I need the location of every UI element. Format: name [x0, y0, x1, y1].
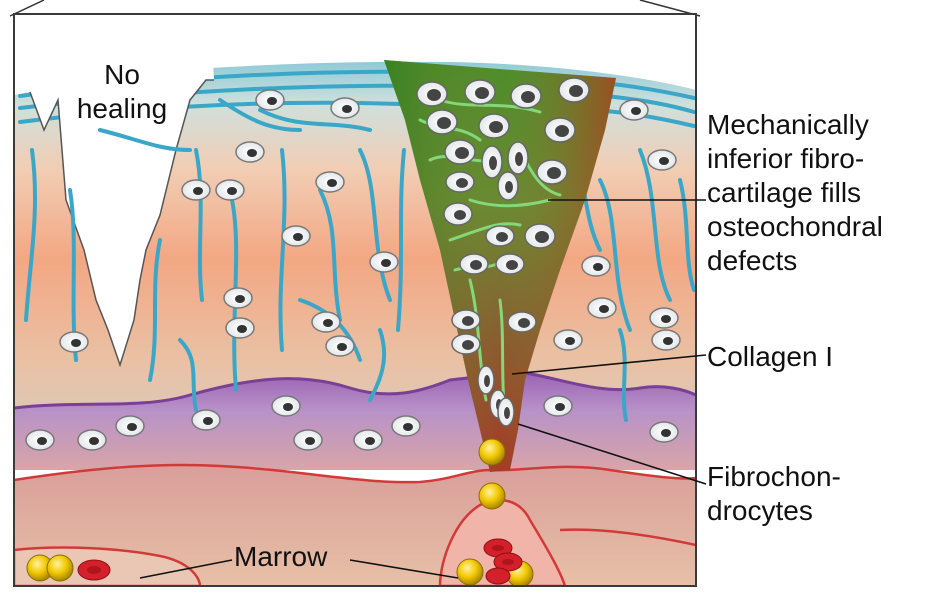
- marrow-line: Marrow: [234, 540, 327, 574]
- red-blood-cell-icon: [486, 568, 510, 584]
- fibrochondrocytes-line-2: drocytes: [707, 494, 841, 528]
- chondrocyte-cell-icon: [620, 100, 648, 120]
- fibrochondrocyte-cell-icon: [465, 80, 495, 104]
- fibrochondrocyte-cell-icon: [537, 160, 567, 184]
- fibrochondrocyte-cell-icon: [479, 114, 509, 138]
- chondrocyte-cell-icon: [116, 416, 144, 436]
- no-healing-line-1: No: [62, 58, 182, 92]
- chondrocyte-cell-icon: [294, 430, 322, 450]
- fibrochondrocytes-label: Fibrochon- drocytes: [707, 460, 841, 528]
- fibrochondrocyte-cell-icon: [482, 146, 502, 178]
- chondrocyte-cell-icon: [370, 252, 398, 272]
- collagen-label: Collagen I: [707, 340, 833, 374]
- fibrochondrocyte-cell-icon: [496, 254, 524, 274]
- fibrocartilage-label: Mechanically inferior fibro- cartilage f…: [707, 108, 883, 278]
- chondrocyte-cell-icon: [78, 430, 106, 450]
- chondrocyte-cell-icon: [650, 422, 678, 442]
- chondrocyte-cell-icon: [652, 330, 680, 350]
- chondrocyte-cell-icon: [354, 430, 382, 450]
- fibrochondrocyte-cell-icon: [559, 78, 589, 102]
- fibrochondrocytes-line-1: Fibrochon-: [707, 460, 841, 494]
- chondrocyte-cell-icon: [326, 336, 354, 356]
- marrow-cell-icon: [479, 483, 505, 509]
- chondrocyte-cell-icon: [544, 396, 572, 416]
- chondrocyte-cell-icon: [192, 410, 220, 430]
- chondrocyte-cell-icon: [331, 98, 359, 118]
- chondrocyte-cell-icon: [26, 430, 54, 450]
- fibrocartilage-line-4: osteochondral: [707, 210, 883, 244]
- fibrochondrocyte-cell-icon: [460, 254, 488, 274]
- no-healing-label: No healing: [62, 58, 182, 126]
- chondrocyte-cell-icon: [60, 332, 88, 352]
- no-healing-line-2: healing: [62, 92, 182, 126]
- fibrochondrocyte-cell-icon: [498, 172, 518, 200]
- chondrocyte-cell-icon: [226, 318, 254, 338]
- collagen-line: Collagen I: [707, 340, 833, 374]
- chondrocyte-cell-icon: [182, 180, 210, 200]
- fibrochondrocyte-cell-icon: [498, 398, 514, 426]
- fibrochondrocyte-cell-icon: [445, 140, 475, 164]
- chondrocyte-cell-icon: [216, 180, 244, 200]
- fibrochondrocyte-cell-icon: [486, 226, 514, 246]
- fibrocartilage-line-1: Mechanically: [707, 108, 883, 142]
- fibrochondrocyte-cell-icon: [525, 224, 555, 248]
- fibrochondrocyte-cell-icon: [427, 110, 457, 134]
- marrow-cell-icon: [47, 555, 73, 581]
- fibrocartilage-line-5: defects: [707, 244, 883, 278]
- chondrocyte-cell-icon: [392, 416, 420, 436]
- fibrochondrocyte-cell-icon: [478, 366, 494, 394]
- chondrocyte-cell-icon: [316, 172, 344, 192]
- fibrocartilage-line-2: inferior fibro-: [707, 142, 883, 176]
- marrow-label: Marrow: [234, 540, 327, 574]
- marrow-cell-icon: [479, 439, 505, 465]
- chondrocyte-cell-icon: [236, 142, 264, 162]
- fibrochondrocyte-cell-icon: [508, 312, 536, 332]
- chondrocyte-cell-icon: [256, 90, 284, 110]
- chondrocyte-cell-icon: [554, 330, 582, 350]
- red-blood-cell-icon: [78, 560, 110, 580]
- fibrochondrocyte-cell-icon: [452, 334, 480, 354]
- marrow-cell-icon: [457, 559, 483, 585]
- chondrocyte-cell-icon: [650, 308, 678, 328]
- fibrochondrocyte-cell-icon: [508, 142, 528, 174]
- chondrocyte-cell-icon: [224, 288, 252, 308]
- fibrocartilage-line-3: cartilage fills: [707, 176, 883, 210]
- chondrocyte-cell-icon: [648, 150, 676, 170]
- fibrochondrocyte-cell-icon: [511, 84, 541, 108]
- chondrocyte-cell-icon: [282, 226, 310, 246]
- fibrochondrocyte-cell-icon: [545, 118, 575, 142]
- fibrochondrocyte-cell-icon: [446, 172, 474, 192]
- chondrocyte-cell-icon: [588, 298, 616, 318]
- chondrocyte-cell-icon: [272, 396, 300, 416]
- fibrochondrocyte-cell-icon: [452, 310, 480, 330]
- chondrocyte-cell-icon: [312, 312, 340, 332]
- chondrocyte-cell-icon: [582, 256, 610, 276]
- fibrochondrocyte-cell-icon: [444, 203, 472, 225]
- fibrochondrocyte-cell-icon: [417, 82, 447, 106]
